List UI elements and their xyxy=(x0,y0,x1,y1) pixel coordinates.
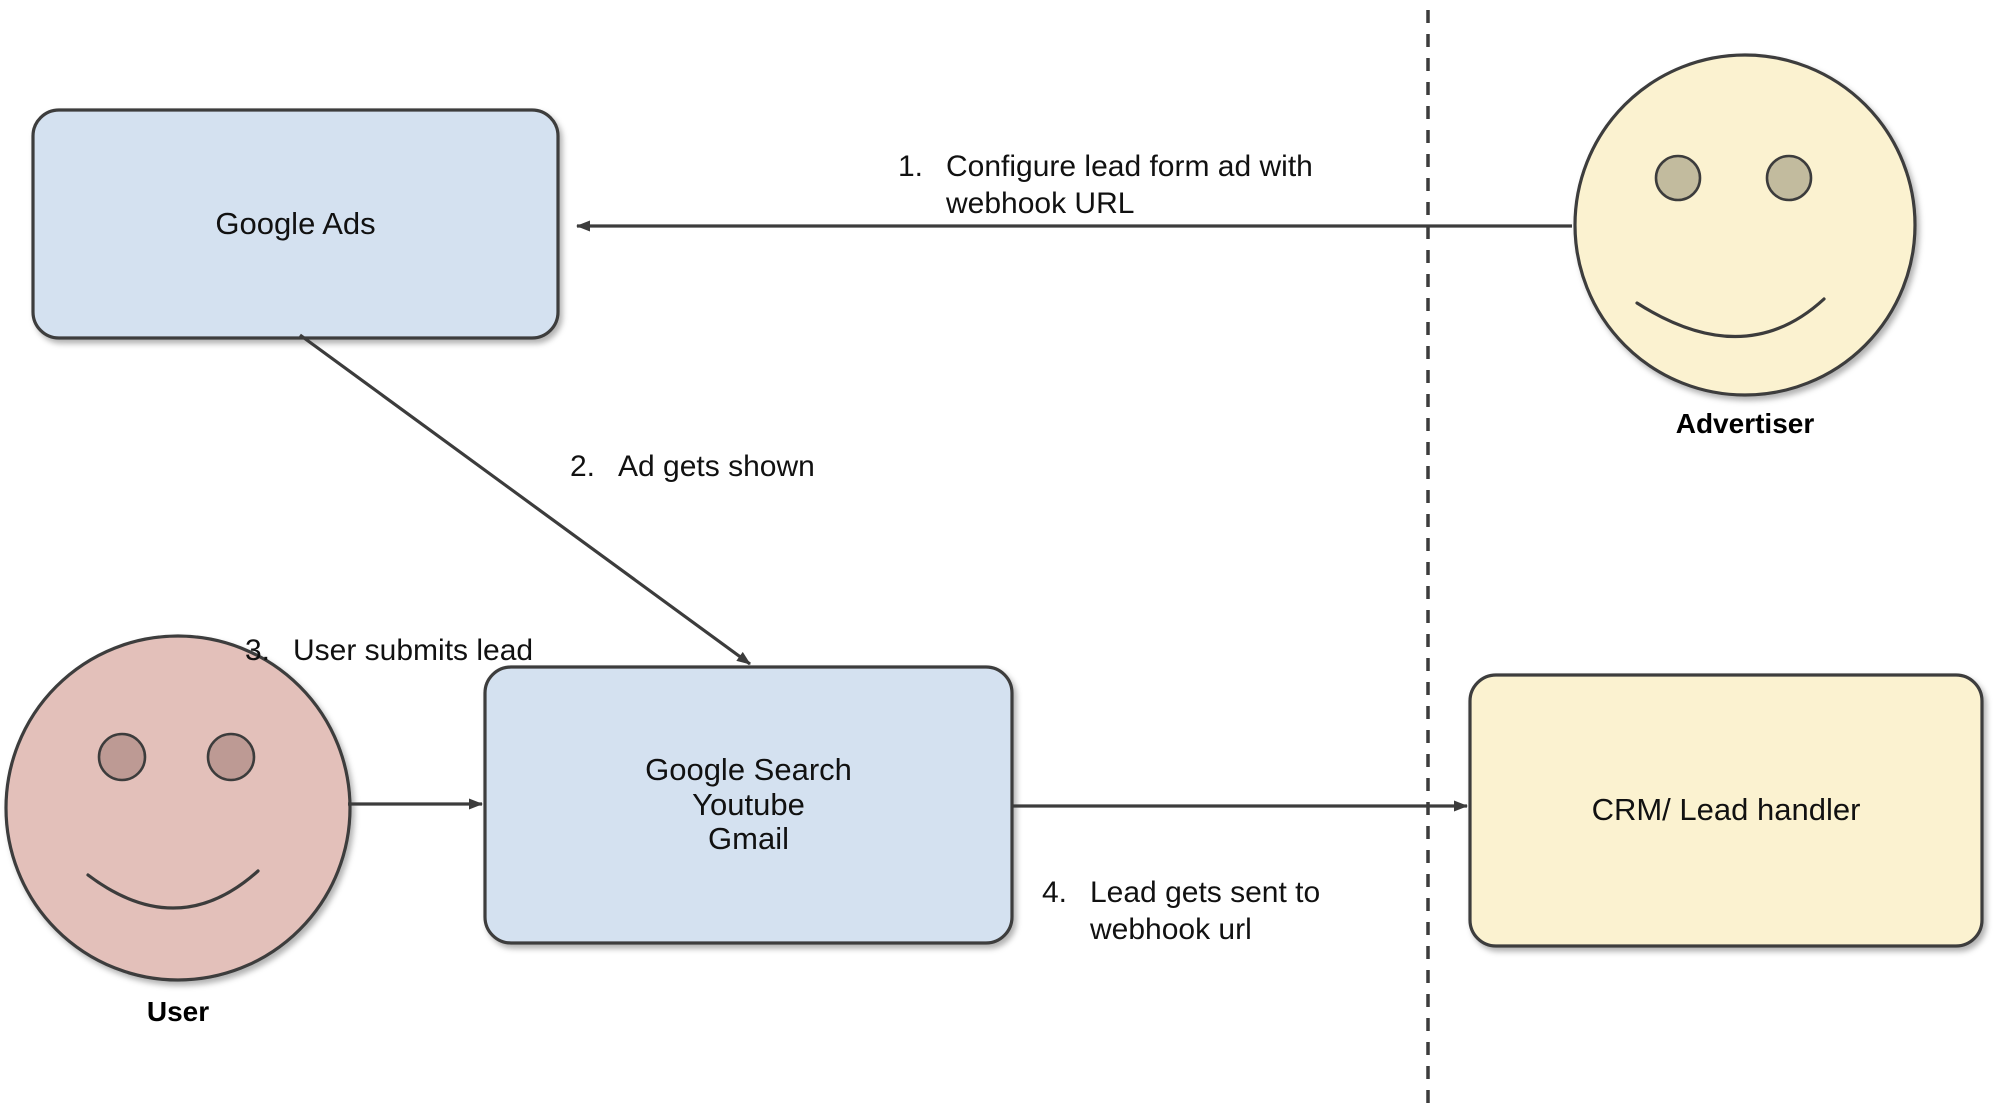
user-caption: User xyxy=(146,996,210,1027)
advertiser-smile-icon xyxy=(1635,297,1826,339)
edge-label-step-1: 1. Configure lead form ad with webhook UR… xyxy=(898,110,1418,223)
user-right-eye-icon xyxy=(206,732,256,782)
edge-number-step-2: 2. xyxy=(570,449,596,483)
edge-number-step-1: 1. xyxy=(898,149,924,183)
user-left-eye-icon xyxy=(97,732,147,782)
node-google-ads[interactable] xyxy=(31,108,560,340)
advertiser-left-eye-icon xyxy=(1654,154,1702,202)
user-smile-icon xyxy=(86,869,260,910)
node-crm-lead-handler[interactable] xyxy=(1468,673,1984,948)
edge-text-step-2: Ad gets shown xyxy=(618,449,815,483)
connector-google-ads-to-surfaces xyxy=(299,333,751,666)
edge-text-step-1: Configure lead form ad with webhook URL xyxy=(946,149,1313,221)
edge-text-step-4: Lead gets sent to webhook url xyxy=(1090,875,1321,947)
edge-label-step-3: 3. User submits lead xyxy=(245,594,645,669)
advertiser-caption: Advertiser xyxy=(1675,408,1815,439)
advertiser-right-eye-icon xyxy=(1765,154,1813,202)
node-advertiser-actor[interactable] xyxy=(1573,53,1917,397)
edge-label-step-4: 4. Lead gets sent to webhook url xyxy=(1042,836,1442,949)
edge-number-step-3: 3. xyxy=(245,633,271,667)
edge-label-step-2: 2. Ad gets shown xyxy=(570,410,970,485)
node-google-surfaces[interactable] xyxy=(483,665,1014,945)
node-user-actor[interactable] xyxy=(4,634,352,982)
edge-number-step-4: 4. xyxy=(1042,875,1068,909)
edge-text-step-3: User submits lead xyxy=(293,633,534,667)
